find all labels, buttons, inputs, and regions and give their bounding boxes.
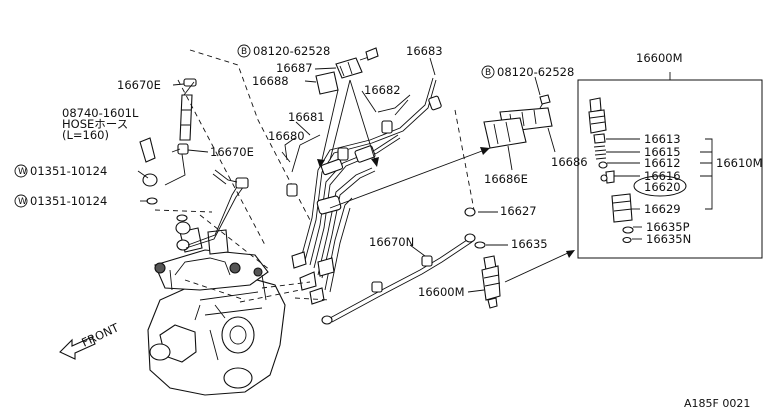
label-16620: 16620 xyxy=(644,180,681,194)
washer-prefix-a: W xyxy=(18,167,27,177)
label-16686: 16686 xyxy=(551,155,588,169)
pipe-clamps-top xyxy=(315,47,379,168)
label-16670e-top: 16670E xyxy=(117,78,161,92)
injector-nozzle xyxy=(481,250,575,309)
pipe-clamp-16686 xyxy=(454,94,553,249)
injection-pump xyxy=(147,227,286,396)
bolt-prefix-a: B xyxy=(241,47,247,57)
label-16629: 16629 xyxy=(644,202,681,216)
label-08740-1601l: 08740-1601L xyxy=(62,106,139,120)
label-16680: 16680 xyxy=(268,129,305,143)
label-16688: 16688 xyxy=(252,74,289,88)
label-16687: 16687 xyxy=(276,61,313,75)
front-arrow-icon xyxy=(59,336,96,360)
injector-exploded-box xyxy=(577,72,763,259)
label-01351-10124-b: 01351-10124 xyxy=(30,194,107,208)
injection-pipes xyxy=(239,77,491,325)
label-16670e-mid: 16670E xyxy=(210,145,254,159)
label-08120-62528-b: 08120-62528 xyxy=(497,65,574,79)
left-parts xyxy=(139,49,311,301)
label-16627: 16627 xyxy=(500,204,537,218)
label-16600m-left: 16600M xyxy=(418,285,465,299)
label-16600m-box: 16600M xyxy=(636,51,683,65)
label-16615: 16615 xyxy=(644,145,681,159)
label-16613: 16613 xyxy=(644,132,681,146)
label-16635: 16635 xyxy=(511,237,548,251)
label-16686e: 16686E xyxy=(484,172,528,186)
label-16612: 16612 xyxy=(644,156,681,170)
bolt-symbol-icon xyxy=(481,65,495,79)
washer-symbol-icon xyxy=(14,194,28,208)
label-front: FRONT xyxy=(79,320,121,350)
figure-code: A185F 0021 xyxy=(684,397,750,410)
label-hose-length: (L=160) xyxy=(62,128,109,142)
label-16616: 16616 xyxy=(644,169,681,183)
washer-prefix-b: W xyxy=(18,197,27,207)
label-01351-10124-a: 01351-10124 xyxy=(30,164,107,178)
label-16610m: 16610M xyxy=(716,156,763,170)
leader-lines xyxy=(137,57,556,293)
bolt-symbol-icon xyxy=(237,44,251,58)
label-hose: HOSEホース xyxy=(62,117,128,131)
label-16681: 16681 xyxy=(288,110,325,124)
label-08120-62528-a: 08120-62528 xyxy=(253,44,330,58)
label-16635n: 16635N xyxy=(646,232,691,246)
label-16635p: 16635P xyxy=(646,220,690,234)
washer-symbol-icon xyxy=(14,164,28,178)
part-labels: 16670E 08740-1601L HOSEホース (L=160) 16670… xyxy=(14,44,763,410)
bolt-prefix-b: B xyxy=(485,68,491,78)
label-16683: 16683 xyxy=(406,44,443,58)
label-16670n: 16670N xyxy=(369,235,414,249)
label-16682: 16682 xyxy=(364,83,401,97)
